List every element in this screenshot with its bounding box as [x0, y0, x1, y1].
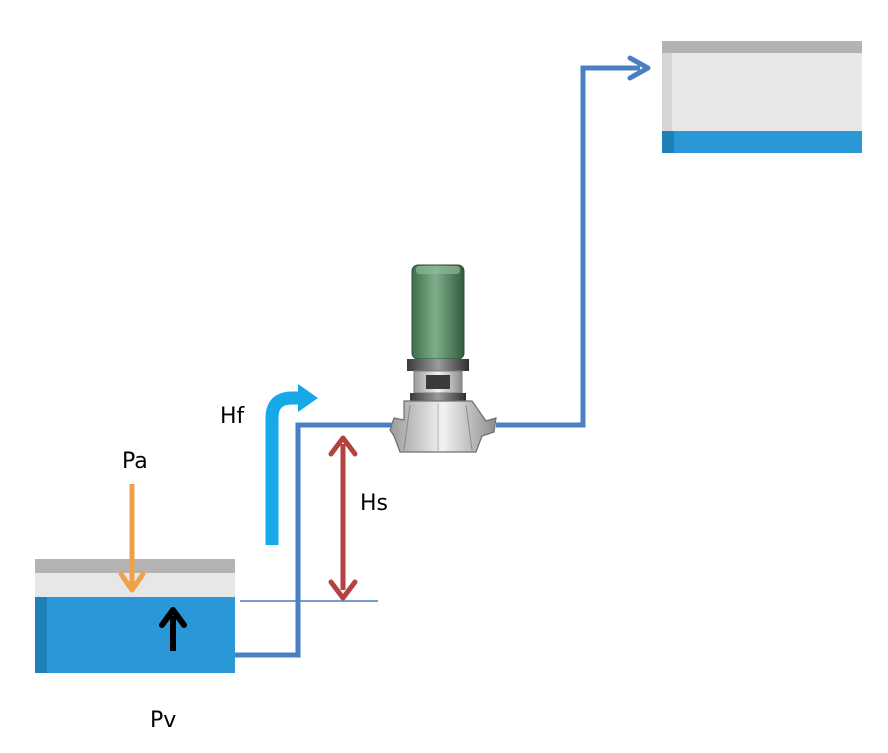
arrow-up-icon: [159, 607, 187, 651]
centrifugal-pump-icon: [389, 264, 497, 453]
pv-label: Pv: [150, 708, 176, 733]
pa-label: Pa: [122, 449, 148, 474]
pa-arrow: [118, 484, 146, 593]
hs-label: Hs: [360, 491, 388, 516]
destination-tank: [662, 41, 862, 153]
discharge-arrowhead: [627, 55, 651, 81]
source-tank: [35, 559, 235, 673]
discharge-pipe: [496, 65, 640, 428]
hf-label: Hf: [220, 404, 246, 429]
hs-arrow: [328, 435, 358, 601]
suction-pipe: [235, 422, 396, 658]
hf-arrow: [265, 384, 318, 545]
